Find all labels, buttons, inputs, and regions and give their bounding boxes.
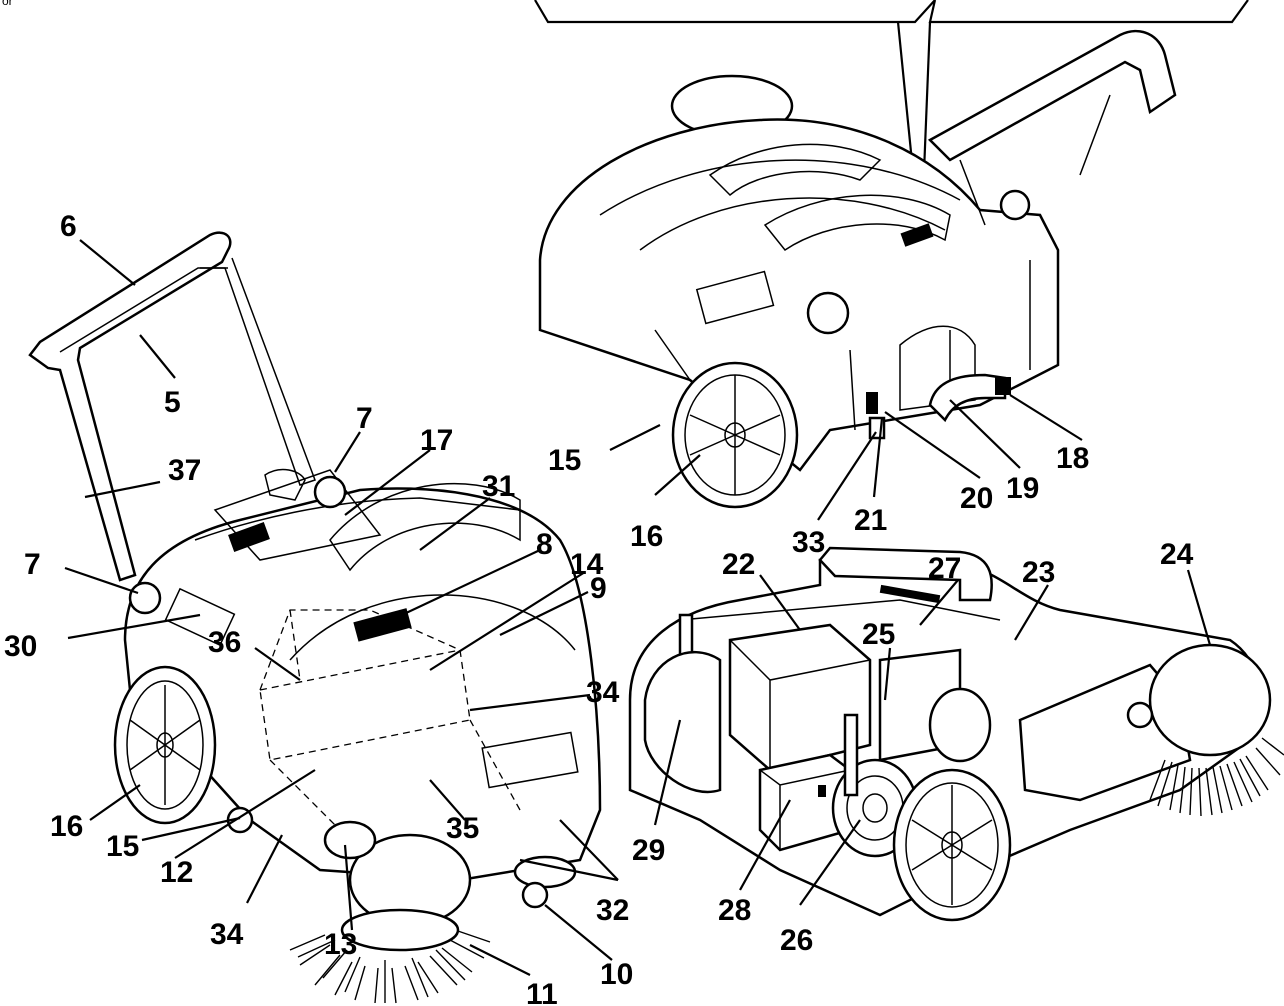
callout-14: 14 — [570, 548, 604, 581]
callout-21: 21 — [854, 504, 887, 537]
callout-32: 32 — [596, 894, 629, 927]
callout-16: 16 — [630, 520, 663, 553]
callout-18: 18 — [1056, 442, 1089, 475]
callout-bracket — [534, 0, 1249, 24]
callout-7: 7 — [356, 402, 373, 435]
callout-34: 34 — [210, 918, 244, 951]
callout-8: 8 — [536, 528, 553, 561]
side-brush-bristles — [289, 929, 491, 1004]
callout-26: 26 — [780, 924, 813, 957]
callout-36: 36 — [208, 626, 241, 659]
callout-9: 9 — [590, 572, 607, 605]
callout-34: 34 — [586, 676, 620, 709]
rear-top-view — [534, 0, 1249, 521]
callout-12: 12 — [160, 856, 193, 889]
callout-28: 28 — [718, 894, 751, 927]
side-brush-housing-internal — [1148, 643, 1272, 757]
callout-19: 19 — [1006, 472, 1039, 505]
callout-22: 22 — [722, 548, 755, 581]
front-three-quarter-view — [28, 231, 619, 1004]
callout-11: 11 — [526, 978, 558, 1006]
callout-20: 20 — [960, 482, 993, 515]
callout-23: 23 — [1022, 556, 1055, 589]
callout-31: 31 — [482, 470, 515, 503]
callout-13: 13 — [324, 928, 357, 961]
callout-17: 17 — [420, 424, 453, 457]
callout-24: 24 — [1160, 538, 1194, 571]
callout-labels: 6 5 37 7 7 17 31 8 14 9 30 36 34 16 15 1… — [4, 210, 1194, 1006]
callout-7: 7 — [24, 548, 41, 581]
callout-29: 29 — [632, 834, 665, 867]
callout-30: 30 — [4, 630, 37, 663]
callout-35: 35 — [446, 812, 479, 845]
side-brush-bristles-internal — [1149, 737, 1284, 817]
callout-27: 27 — [928, 552, 961, 585]
callout-25: 25 — [862, 618, 895, 651]
machine-body-top — [538, 118, 1060, 472]
callout-16: 16 — [50, 810, 83, 843]
callout-33: 33 — [792, 526, 825, 559]
callout-37: 37 — [168, 454, 201, 487]
callout-10: 10 — [600, 958, 633, 991]
callout-15: 15 — [106, 830, 139, 863]
internal-components-view — [628, 546, 1284, 922]
handle-top-view — [927, 29, 1177, 162]
callout-5: 5 — [164, 386, 181, 419]
handle-front-view — [28, 231, 232, 582]
machine-body-front — [123, 487, 602, 882]
callout-6: 6 — [60, 210, 77, 243]
callout-15: 15 — [548, 444, 581, 477]
corner-text-fragment: or — [2, 0, 13, 8]
battery-top — [728, 623, 872, 772]
